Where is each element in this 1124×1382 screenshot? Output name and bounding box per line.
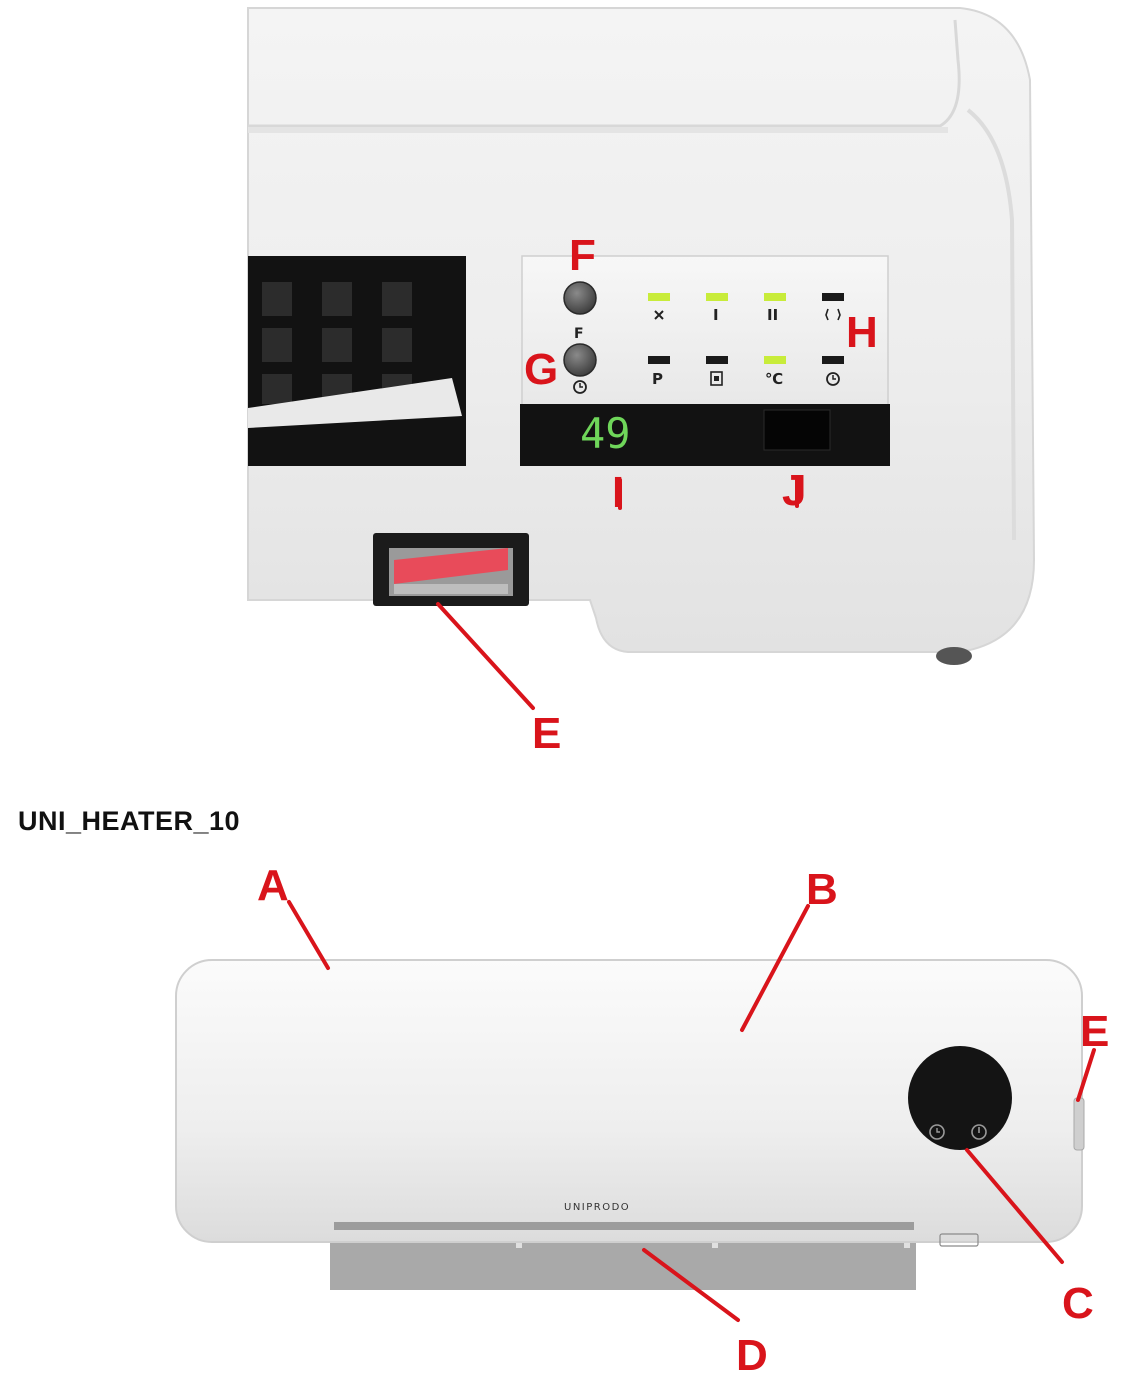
dial-function-icon[interactable] <box>971 1124 987 1140</box>
temperature-icon: ℃ <box>765 370 783 388</box>
callout-i: I <box>612 468 624 517</box>
callout-e: E <box>1080 1007 1109 1056</box>
fan-icon <box>654 310 664 320</box>
callout-a: A <box>257 861 289 910</box>
rating-badge <box>939 1233 979 1247</box>
led-power-1 <box>706 293 728 301</box>
callout-f: F <box>569 231 596 280</box>
timer-button-clock-icon <box>573 380 587 394</box>
foot <box>936 647 972 665</box>
led-timer <box>822 356 844 364</box>
program-icon: P <box>652 370 663 388</box>
clock-icon <box>826 372 840 386</box>
dial-timer-icon[interactable] <box>929 1124 945 1140</box>
callout-g: G <box>524 345 558 394</box>
model-label: UNI_HEATER_10 <box>18 806 241 836</box>
display-digits: 49 <box>580 409 631 458</box>
callout-c: C <box>1062 1279 1094 1328</box>
callout-e-top: E <box>532 709 561 758</box>
ir-receiver-window <box>763 409 831 451</box>
power-level-1-icon: I <box>713 306 719 324</box>
led-program <box>648 356 670 364</box>
callout-leaders-top <box>436 478 799 710</box>
window-icon <box>825 308 841 321</box>
function-button-label: F <box>574 326 584 342</box>
closeup-view: F I II P <box>247 7 1036 758</box>
brand-logo: UNIPRODO <box>564 1202 630 1213</box>
front-view: UNIPRODO A B C D E <box>175 861 1109 1380</box>
led-fan <box>648 293 670 301</box>
callout-leaders-front <box>287 900 1096 1322</box>
callout-h: H <box>846 308 878 357</box>
callout-labels-front: A B C D E <box>257 861 1109 1380</box>
control-panel: F I II P <box>520 255 890 466</box>
lock-icon <box>710 371 723 386</box>
led-power-2 <box>764 293 786 301</box>
side-power-switch[interactable] <box>1073 1097 1085 1151</box>
air-outlet-grille <box>248 256 466 466</box>
callout-j: J <box>782 466 806 515</box>
control-dial[interactable] <box>908 1046 1012 1150</box>
led-window <box>822 293 844 301</box>
power-level-2-icon: II <box>767 306 778 324</box>
led-temperature <box>764 356 786 364</box>
callout-b: B <box>806 865 838 914</box>
callout-d: D <box>736 1331 768 1380</box>
function-button[interactable] <box>563 281 597 315</box>
callout-labels-top: F G H I J E <box>524 231 878 758</box>
power-rocker-switch[interactable] <box>373 533 529 606</box>
timer-button[interactable] <box>563 343 597 377</box>
led-lock <box>706 356 728 364</box>
